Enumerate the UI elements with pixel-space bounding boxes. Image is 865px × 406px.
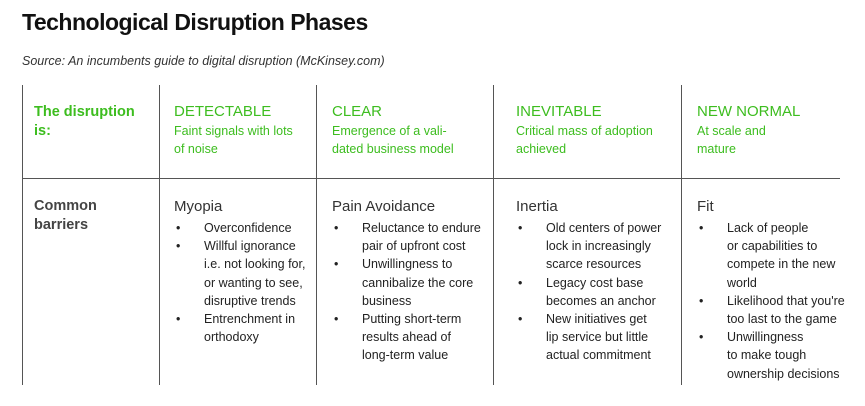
column-divider	[316, 85, 317, 385]
phase-description: Emergence of a vali-dated business model	[332, 124, 454, 156]
phase-name: INEVITABLE	[516, 103, 602, 120]
row-divider	[22, 178, 840, 179]
page-title: Technological Disruption Phases	[22, 9, 368, 35]
barrier-name: Pain Avoidance	[332, 198, 436, 215]
column-divider	[681, 85, 682, 385]
column-divider	[493, 85, 494, 385]
barrier-cell-detectable: Myopia •Overconfidence •Willful ignoranc…	[174, 197, 324, 346]
phase-name: NEW NORMAL	[697, 103, 801, 120]
phase-name: CLEAR	[332, 103, 383, 120]
source-citation: Source: An incumbents guide to digital d…	[22, 54, 385, 68]
phase-header-clear: CLEAR Emergence of a vali-dated business…	[332, 102, 454, 158]
barrier-name: Inertia	[516, 198, 558, 215]
barrier-name: Fit	[697, 198, 714, 215]
phase-name: DETECTABLE	[174, 103, 272, 120]
row-label-barriers: Common barriers	[34, 198, 97, 233]
column-divider	[159, 85, 160, 385]
table-border-left	[22, 85, 23, 385]
list-item: •Overconfidence	[176, 221, 292, 235]
barrier-name: Myopia	[174, 198, 223, 215]
row-label-disruption: The disruption is:	[34, 104, 135, 139]
